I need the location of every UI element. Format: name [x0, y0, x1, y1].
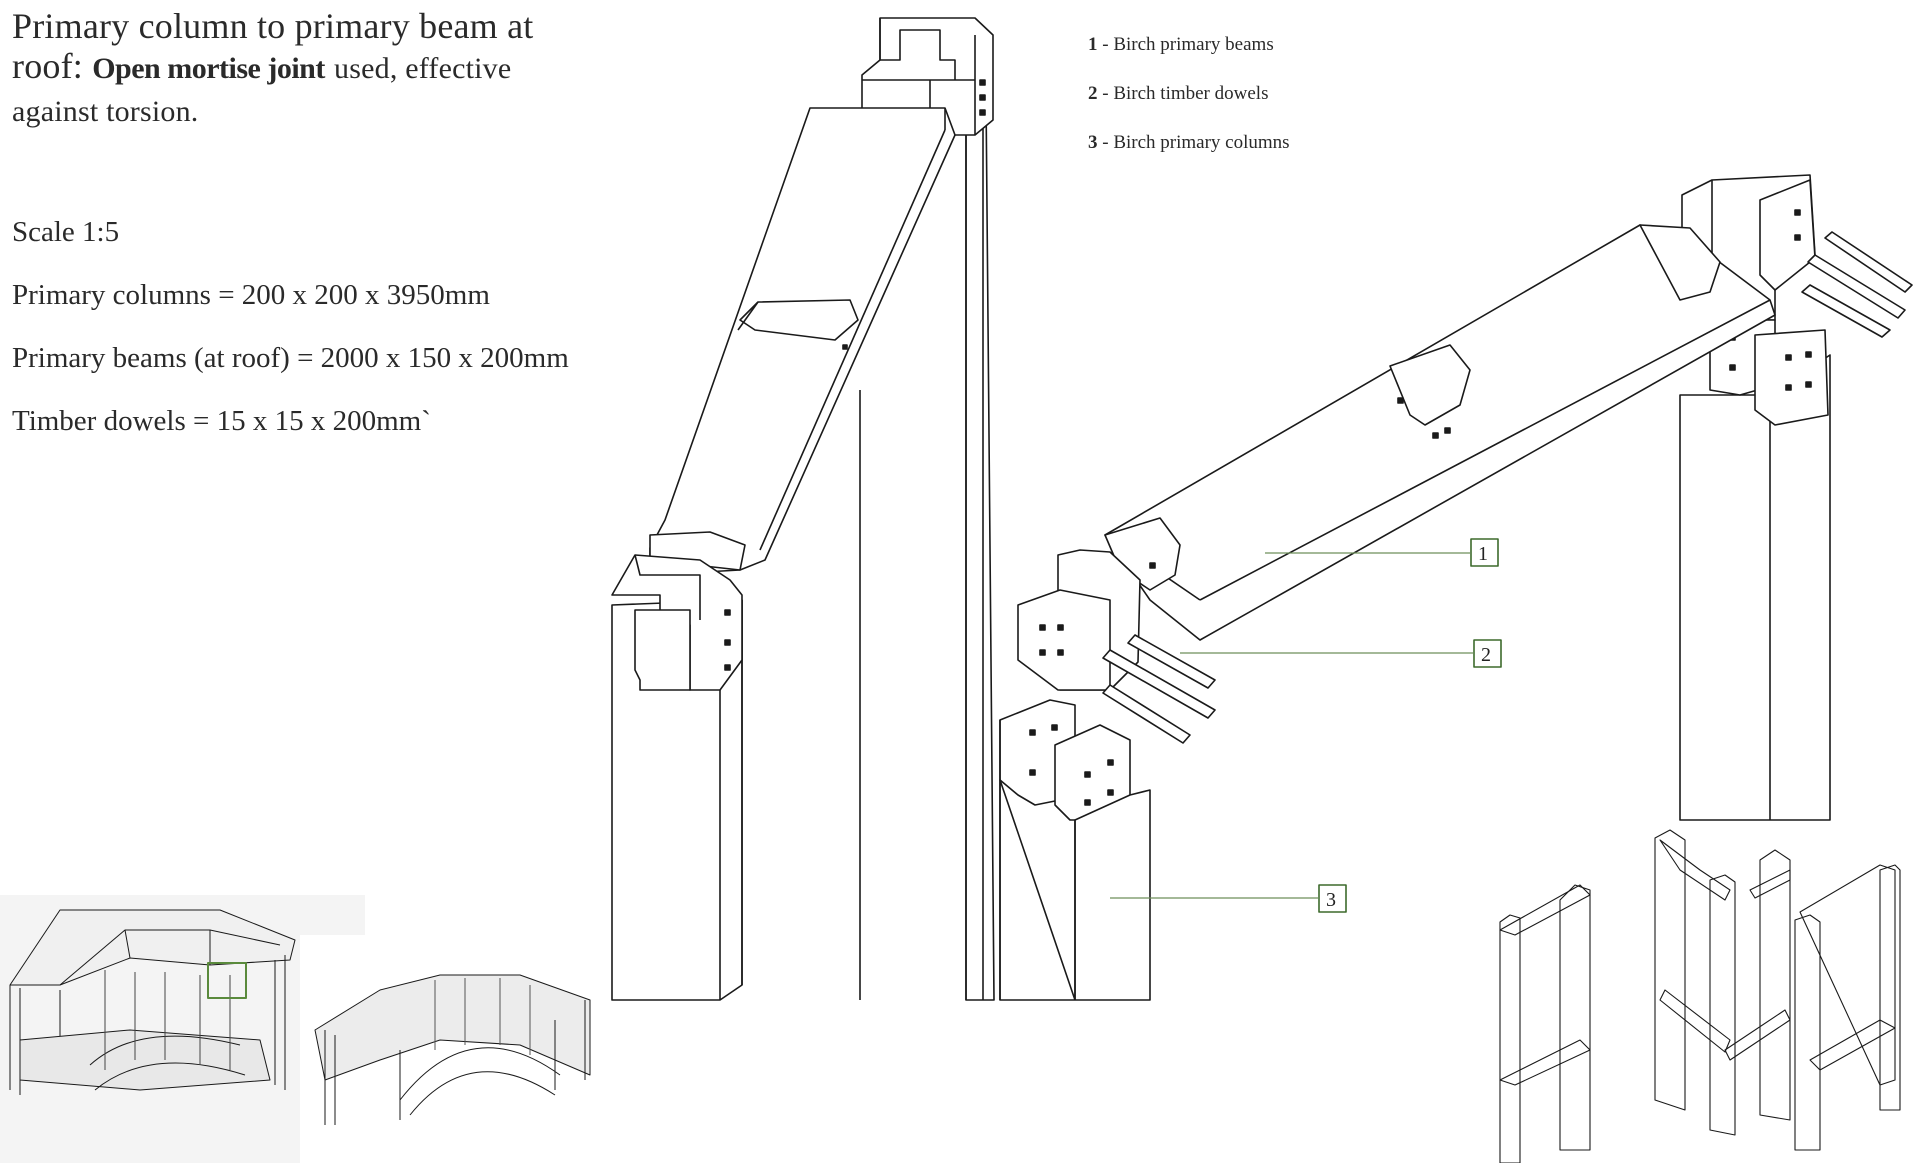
legend-number: 1 — [1088, 34, 1098, 55]
frame-exploded-view — [1499, 829, 1901, 1163]
callout-columns: 3 — [1326, 889, 1336, 911]
legend-item-beams: 1 - Birch primary beams — [1088, 34, 1290, 56]
callout-beams: 1 — [1478, 543, 1488, 565]
scale-text: Scale 1:5 — [12, 216, 120, 248]
right-far-column — [1679, 354, 1831, 821]
exploded-joint-view: 1 2 3 — [999, 174, 1913, 1001]
dowel — [1801, 284, 1891, 338]
leader-lines — [1110, 552, 1473, 899]
dowel — [1102, 649, 1216, 719]
dowel — [1102, 684, 1191, 744]
dowel — [1807, 254, 1906, 319]
diagonal-beam — [649, 107, 956, 576]
dowel-spec: Timber dowels = 15 x 15 x 200mm` — [12, 405, 431, 437]
title-suffix: used, effective against torsion. — [12, 52, 512, 128]
right-column — [965, 94, 995, 1001]
page-title: Primary column to primary beam at roof: … — [12, 6, 572, 132]
legend: 1 - Birch primary beams 2 - Birch timber… — [1088, 34, 1290, 181]
column-spec: Primary columns = 200 x 200 x 3950mm — [12, 279, 490, 311]
legend-number: 2 — [1088, 83, 1098, 104]
callout-dowels: 2 — [1481, 644, 1491, 666]
legend-label: - Birch primary beams — [1102, 34, 1274, 55]
title-prefix: Primary column to primary beam at roof: — [12, 6, 534, 86]
pavilion-deck-view — [300, 935, 605, 1163]
beam-spec: Primary beams (at roof) = 2000 x 150 x 2… — [12, 342, 569, 374]
assembled-joint-view — [611, 17, 995, 1001]
title-highlight: Open mortise joint — [92, 52, 325, 85]
specification-list: Scale 1:5 Primary columns = 200 x 200 x … — [12, 216, 572, 468]
legend-label: - Birch timber dowels — [1102, 83, 1269, 104]
legend-label: - Birch primary columns — [1102, 132, 1290, 153]
callout-tags — [1318, 538, 1502, 913]
legend-item-dowels: 2 - Birch timber dowels — [1088, 83, 1290, 105]
title-block: Primary column to primary beam at roof: … — [12, 6, 572, 132]
highlight-box — [207, 962, 247, 999]
legend-number: 3 — [1088, 132, 1098, 153]
dowel — [1127, 634, 1216, 689]
legend-item-columns: 3 - Birch primary columns — [1088, 132, 1290, 154]
dowel — [1824, 231, 1913, 293]
